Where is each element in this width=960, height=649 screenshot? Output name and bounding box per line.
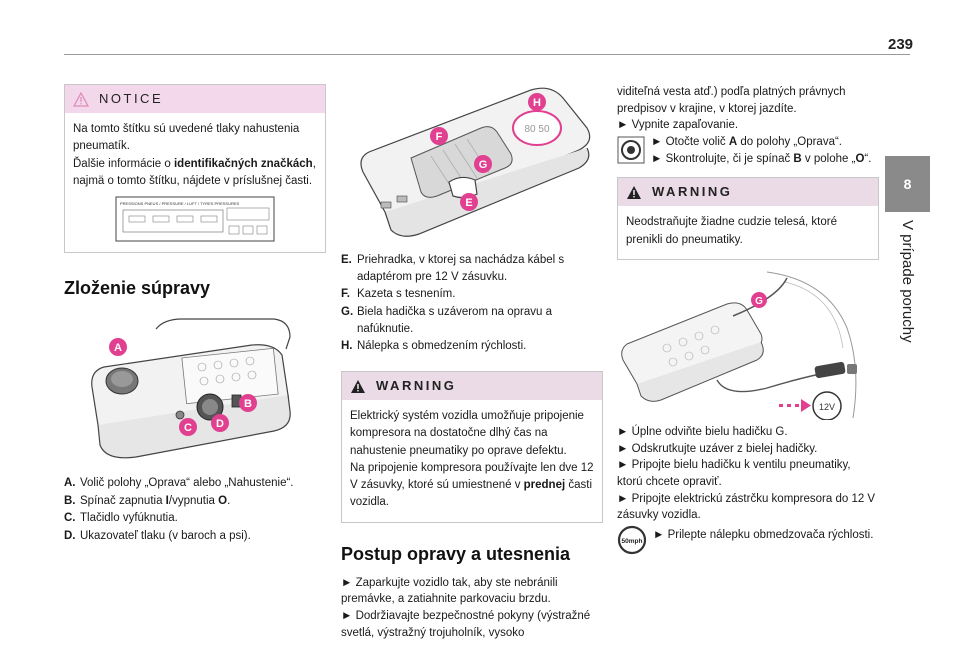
svg-text:G: G — [479, 159, 488, 171]
speed-sticker-row: 50mph ► Prilepte nálepku obmedzovača rýc… — [617, 525, 879, 555]
repair-step-park: ► Zaparkujte vozidlo tak, aby ste nebrán… — [341, 576, 558, 606]
legend-item: A.Volič polohy „Oprava“ alebo „Nahusteni… — [64, 477, 294, 490]
speed-sticker-text: 80 50 — [524, 124, 549, 135]
warning-triangle-icon — [351, 379, 365, 393]
socket-12v-icon: 12V — [812, 391, 842, 420]
warning-triangle-icon — [73, 91, 89, 107]
page-number: 239 — [888, 36, 914, 53]
col3-continued-text: viditeľná vesta atď.) podľa platných prá… — [617, 86, 846, 115]
legend-item: H.Nálepka s obmedzením rýchlosti. — [341, 340, 527, 353]
warning-triangle-icon — [627, 185, 641, 199]
hose-marker-g: G — [751, 291, 767, 308]
kit2-marker-h: H — [528, 93, 546, 111]
notice-title: NOTICE — [99, 90, 164, 106]
repair-step-safety: ► Dodržiavajte bezpečnostné pokyny (výst… — [341, 609, 591, 639]
col3-turn-selector: ► Otočte volič A do polohy „Oprava“. — [651, 136, 843, 149]
legend-item: E.Priehradka, v ktorej sa nachádza kábel… — [341, 254, 565, 283]
svg-text:D: D — [216, 418, 224, 430]
warning-box-2: WARNING Neodstraňujte žiadne cudzie tele… — [617, 177, 879, 260]
kit-marker-b: B — [239, 394, 257, 413]
notice-header: NOTICE — [65, 85, 325, 113]
connection-steps: ► Úplne odviňte bielu hadičku G. ► Odskr… — [617, 424, 879, 524]
kit2-legend: E.Priehradka, v ktorej sa nachádza kábel… — [341, 252, 603, 355]
svg-text:C: C — [184, 422, 192, 434]
column-2: 80 50 E F G H E.Priehradka, v ktorej sa … — [341, 84, 603, 641]
connection-step: ► Pripojte elektrickú zástrčku kompresor… — [617, 492, 876, 522]
selector-step-row: ► Otočte volič A do polohy „Oprava“. ► S… — [617, 134, 879, 167]
kit2-marker-e: E — [460, 193, 478, 211]
connection-step: ► Odskrutkujte uzáver z bielej hadičky. — [617, 442, 818, 455]
svg-text:F: F — [436, 131, 443, 143]
warning-title: WARNING — [376, 377, 457, 393]
repair-title: Postup opravy a utesnenia — [341, 543, 571, 564]
chapter-tab-number[interactable]: 8 — [885, 156, 930, 212]
tire-pressure-label-illustration: PRESSIONS PNEUS / PRESSURE / LUFT / TYRE… — [115, 196, 275, 242]
svg-text:B: B — [244, 398, 252, 410]
compressor-connection-illustration: G 12V — [621, 271, 857, 420]
column-1: NOTICE Na tomto štítku sú uvedené tlaky … — [64, 84, 326, 546]
notice-box: NOTICE Na tomto štítku sú uvedené tlaky … — [64, 84, 326, 253]
legend-item: F.Kazeta s tesnením. — [341, 288, 456, 301]
notice-line2: Ďalšie informácie o identifikačných znač… — [73, 157, 316, 187]
svg-text:A: A — [114, 342, 122, 354]
svg-text:12V: 12V — [819, 402, 835, 412]
legend-item: G.Biela hadička s uzáverom na opravu a n… — [341, 306, 552, 335]
svg-text:50mph: 50mph — [622, 538, 643, 545]
kit-title: Zloženie súpravy — [64, 278, 211, 298]
kit-legend: A.Volič polohy „Oprava“ alebo „Nahusteni… — [64, 475, 326, 545]
warning-body: Neodstraňujte žiadne cudzie telesá, ktor… — [626, 216, 837, 246]
warning-body: Elektrický systém vozidla umožňuje pripo… — [350, 410, 594, 509]
warning-header: WARNING — [618, 178, 878, 207]
legend-item: B.Spínač zapnutia I/vypnutia O. — [64, 494, 231, 507]
kit2-marker-g: G — [474, 155, 492, 173]
speed-sticker-step: ► Prilepte nálepku obmedzovača rýchlosti… — [653, 528, 874, 541]
kit-marker-d: D — [211, 414, 229, 433]
warning-title: WARNING — [652, 183, 733, 199]
kit-marker-c: C — [179, 418, 197, 437]
svg-text:E: E — [465, 197, 472, 209]
warning-header: WARNING — [342, 372, 602, 401]
column-3: viditeľná vesta atď.) podľa platných prá… — [617, 84, 879, 555]
compressor-top-illustration: 80 50 E F G H — [360, 87, 591, 237]
chapter-title: V prípade poruchy — [899, 220, 917, 343]
col3-ignition-off: ► Vypnite zapaľovanie. — [617, 119, 739, 132]
connection-step: ► Pripojte bielu hadičku k ventilu pneum… — [617, 459, 851, 488]
repair-selector-icon — [617, 136, 645, 164]
top-rule — [64, 54, 910, 55]
notice-line1: Na tomto štítku sú uvedené tlaky nahuste… — [73, 123, 300, 153]
tire-label-heading: PRESSIONS PNEUS / PRESSURE / LUFT / TYRE… — [120, 201, 240, 206]
speed-limit-sticker-icon: 50mph — [617, 525, 647, 554]
compressor-front-illustration: A B C D — [91, 318, 291, 459]
legend-item: C.Tlačidlo vyfúknutia. — [64, 512, 178, 525]
kit2-marker-f: F — [430, 127, 448, 145]
legend-item: D.Ukazovateľ tlaku (v baroch a psi). — [64, 530, 251, 543]
notice-body: Na tomto štítku sú uvedené tlaky nahuste… — [65, 113, 325, 252]
kit-marker-a: A — [109, 338, 127, 357]
connection-step: ► Úplne odviňte bielu hadičku G. — [617, 425, 788, 438]
svg-text:H: H — [533, 97, 541, 109]
svg-text:G: G — [755, 296, 763, 307]
chapter-tab — [885, 212, 930, 378]
col3-check-switch: ► Skontrolujte, či je spínač B v polohe … — [651, 152, 872, 165]
warning-box-1: WARNING Elektrický systém vozidla umožňu… — [341, 371, 603, 523]
